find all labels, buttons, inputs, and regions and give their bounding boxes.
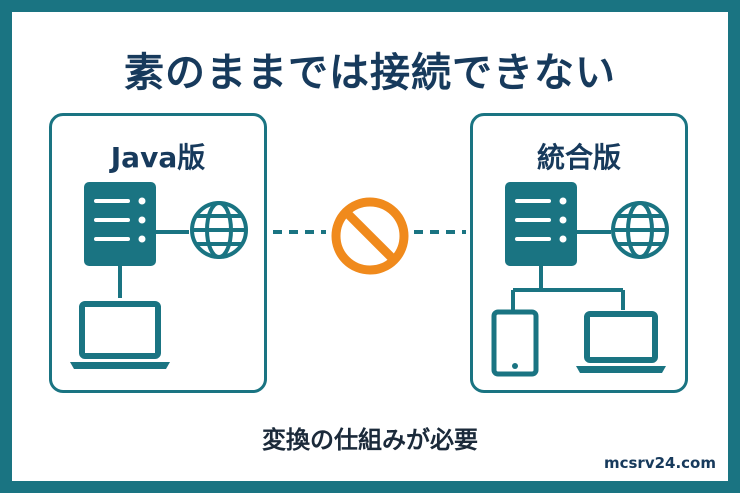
tablet-icon (491, 309, 539, 377)
globe-icon (611, 201, 669, 259)
bedrock-edition-label: 統合版 (536, 141, 621, 174)
laptop-icon (576, 311, 666, 373)
page-title: 素のままでは接続できない (124, 50, 616, 96)
server-icon (505, 182, 577, 266)
java-edition-label: Java版 (110, 141, 206, 174)
prohibited-icon (331, 197, 409, 275)
server-icon (84, 182, 156, 266)
laptop-icon (70, 301, 170, 369)
branch-connector (511, 266, 625, 310)
site-watermark: mcsrv24.com (603, 454, 716, 472)
globe-icon (190, 201, 248, 259)
requirement-caption: 変換の仕組みが必要 (262, 426, 478, 454)
